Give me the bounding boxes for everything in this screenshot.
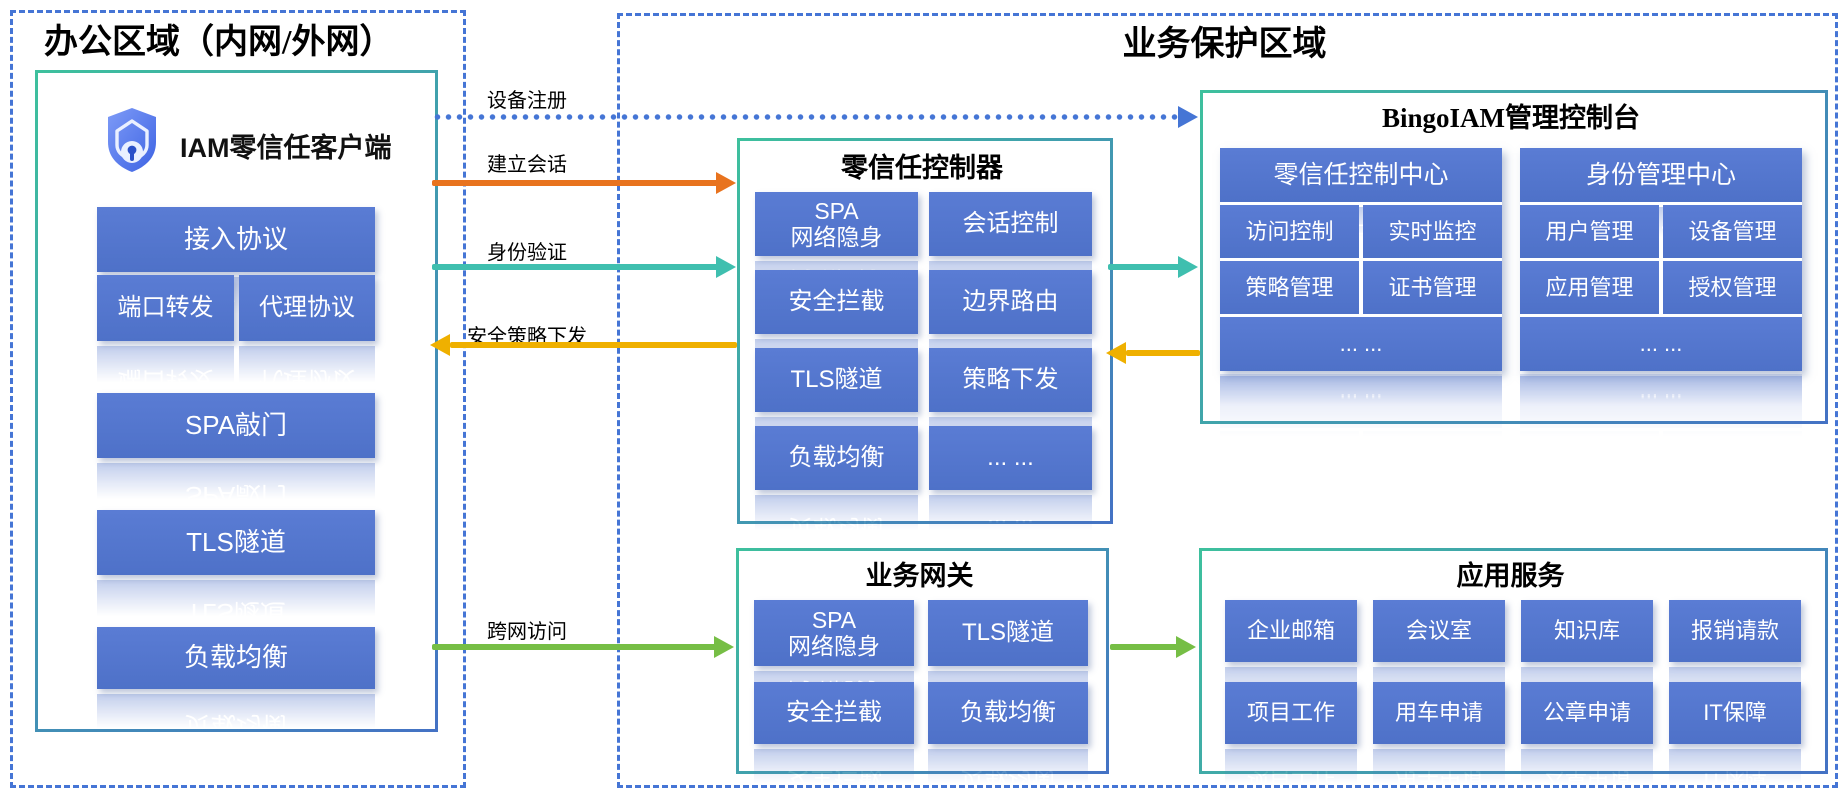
console-cell-more: ... ... — [1520, 317, 1802, 371]
app-cell-vehicle-request: 用车申请 — [1373, 682, 1505, 744]
console-panel-identity-center: 身份管理中心 用户管理 设备管理 应用管理 授权管理 ... ... — [1520, 148, 1802, 371]
console-cell-device-mgmt: 设备管理 — [1663, 205, 1802, 258]
app-cell-email: 企业邮箱 — [1225, 600, 1357, 662]
device-registration-dotted-line — [432, 114, 1178, 120]
console-cell-user-mgmt: 用户管理 — [1520, 205, 1659, 258]
controller-cell-more: ... ... — [929, 426, 1092, 490]
client-cell-tls-tunnel: TLS隧道 — [97, 510, 375, 575]
gateway-to-apps-arrowhead-icon — [1176, 636, 1196, 658]
app-cell-seal-request: 公章申请 — [1521, 682, 1653, 744]
flow-label-identity-verification: 身份验证 — [487, 242, 567, 264]
controller-to-console-arrowhead-icon — [1178, 256, 1198, 278]
security-policy-line — [450, 342, 737, 348]
establish-session-arrowhead-icon — [716, 172, 736, 194]
controller-title: 零信任控制器 — [841, 153, 1003, 183]
console-cell-realtime-monitor: 实时监控 — [1363, 205, 1502, 258]
console-cell-access-control: 访问控制 — [1220, 205, 1359, 258]
console-to-controller-arrowhead-icon — [1106, 342, 1126, 364]
controller-cell-tls-tunnel: TLS隧道 — [755, 348, 918, 412]
controller-cell-spa-stealth: SPA 网络隐身 — [755, 192, 918, 256]
controller-cell-policy-push: 策略下发 — [929, 348, 1092, 412]
cross-network-arrowhead-icon — [714, 636, 734, 658]
console-cell-cert-mgmt: 证书管理 — [1363, 261, 1502, 314]
office-region — [10, 10, 466, 788]
establish-session-line — [432, 180, 718, 186]
protection-region — [617, 13, 1838, 788]
console-cell-more: ... ... — [1220, 317, 1502, 371]
console-cell-app-mgmt: 应用管理 — [1520, 261, 1659, 314]
console-title: BingoIAM管理控制台 — [1381, 103, 1641, 133]
app-cell-meeting-room: 会议室 — [1373, 600, 1505, 662]
identity-verification-line — [432, 264, 718, 270]
client-cell-access-protocol: 接入协议 — [97, 207, 375, 272]
client-cell-load-balance: 负载均衡 — [97, 627, 375, 689]
apps-title: 应用服务 — [1456, 561, 1565, 591]
gateway-cell-load-balance: 负载均衡 — [928, 682, 1088, 744]
console-cell-policy-mgmt: 策略管理 — [1220, 261, 1359, 314]
console-cell-authz-mgmt: 授权管理 — [1663, 261, 1802, 314]
console-to-controller-line — [1126, 350, 1200, 356]
console-panel-zero-trust-center: 零信任控制中心 访问控制 实时监控 策略管理 证书管理 ... ... — [1220, 148, 1502, 371]
gateway-cell-spa-stealth: SPA 网络隐身 — [754, 600, 914, 666]
flow-label-cross-network-access: 跨网访问 — [487, 621, 567, 643]
shield-lock-icon — [108, 108, 156, 172]
iam-client-title: IAM零信任客户端 — [180, 133, 392, 163]
flow-label-establish-session: 建立会话 — [487, 154, 567, 176]
controller-to-console-line — [1108, 264, 1180, 270]
gateway-cell-tls-tunnel: TLS隧道 — [928, 600, 1088, 666]
client-cell-port-forward: 端口转发 — [97, 275, 234, 341]
protection-region-title: 业务保护区域 — [1122, 26, 1327, 63]
security-policy-arrowhead-icon — [430, 334, 450, 356]
console-panel-title: 零信任控制中心 — [1220, 148, 1502, 202]
office-region-title: 办公区域（内网/外网） — [44, 24, 394, 61]
cross-network-line — [432, 644, 716, 650]
device-registration-arrowhead-icon — [1178, 106, 1198, 128]
identity-verification-arrowhead-icon — [716, 256, 736, 278]
gateway-title: 业务网关 — [865, 561, 974, 591]
app-cell-knowledge-base: 知识库 — [1521, 600, 1653, 662]
console-panel-title: 身份管理中心 — [1520, 148, 1802, 202]
client-cell-spa-knock: SPA敲门 — [97, 393, 375, 458]
controller-cell-load-balance: 负载均衡 — [755, 426, 918, 490]
controller-cell-border-routing: 边界路由 — [929, 270, 1092, 334]
controller-cell-session-control: 会话控制 — [929, 192, 1092, 256]
gateway-cell-security-intercept: 安全拦截 — [754, 682, 914, 744]
client-cell-proxy-protocol: 代理协议 — [239, 275, 375, 341]
app-cell-it-support: IT保障 — [1669, 682, 1801, 744]
flow-label-device-registration: 设备注册 — [487, 90, 567, 112]
app-cell-reimbursement: 报销请款 — [1669, 600, 1801, 662]
app-cell-project-work: 项目工作 — [1225, 682, 1357, 744]
controller-cell-security-intercept: 安全拦截 — [755, 270, 918, 334]
gateway-to-apps-line — [1110, 644, 1178, 650]
